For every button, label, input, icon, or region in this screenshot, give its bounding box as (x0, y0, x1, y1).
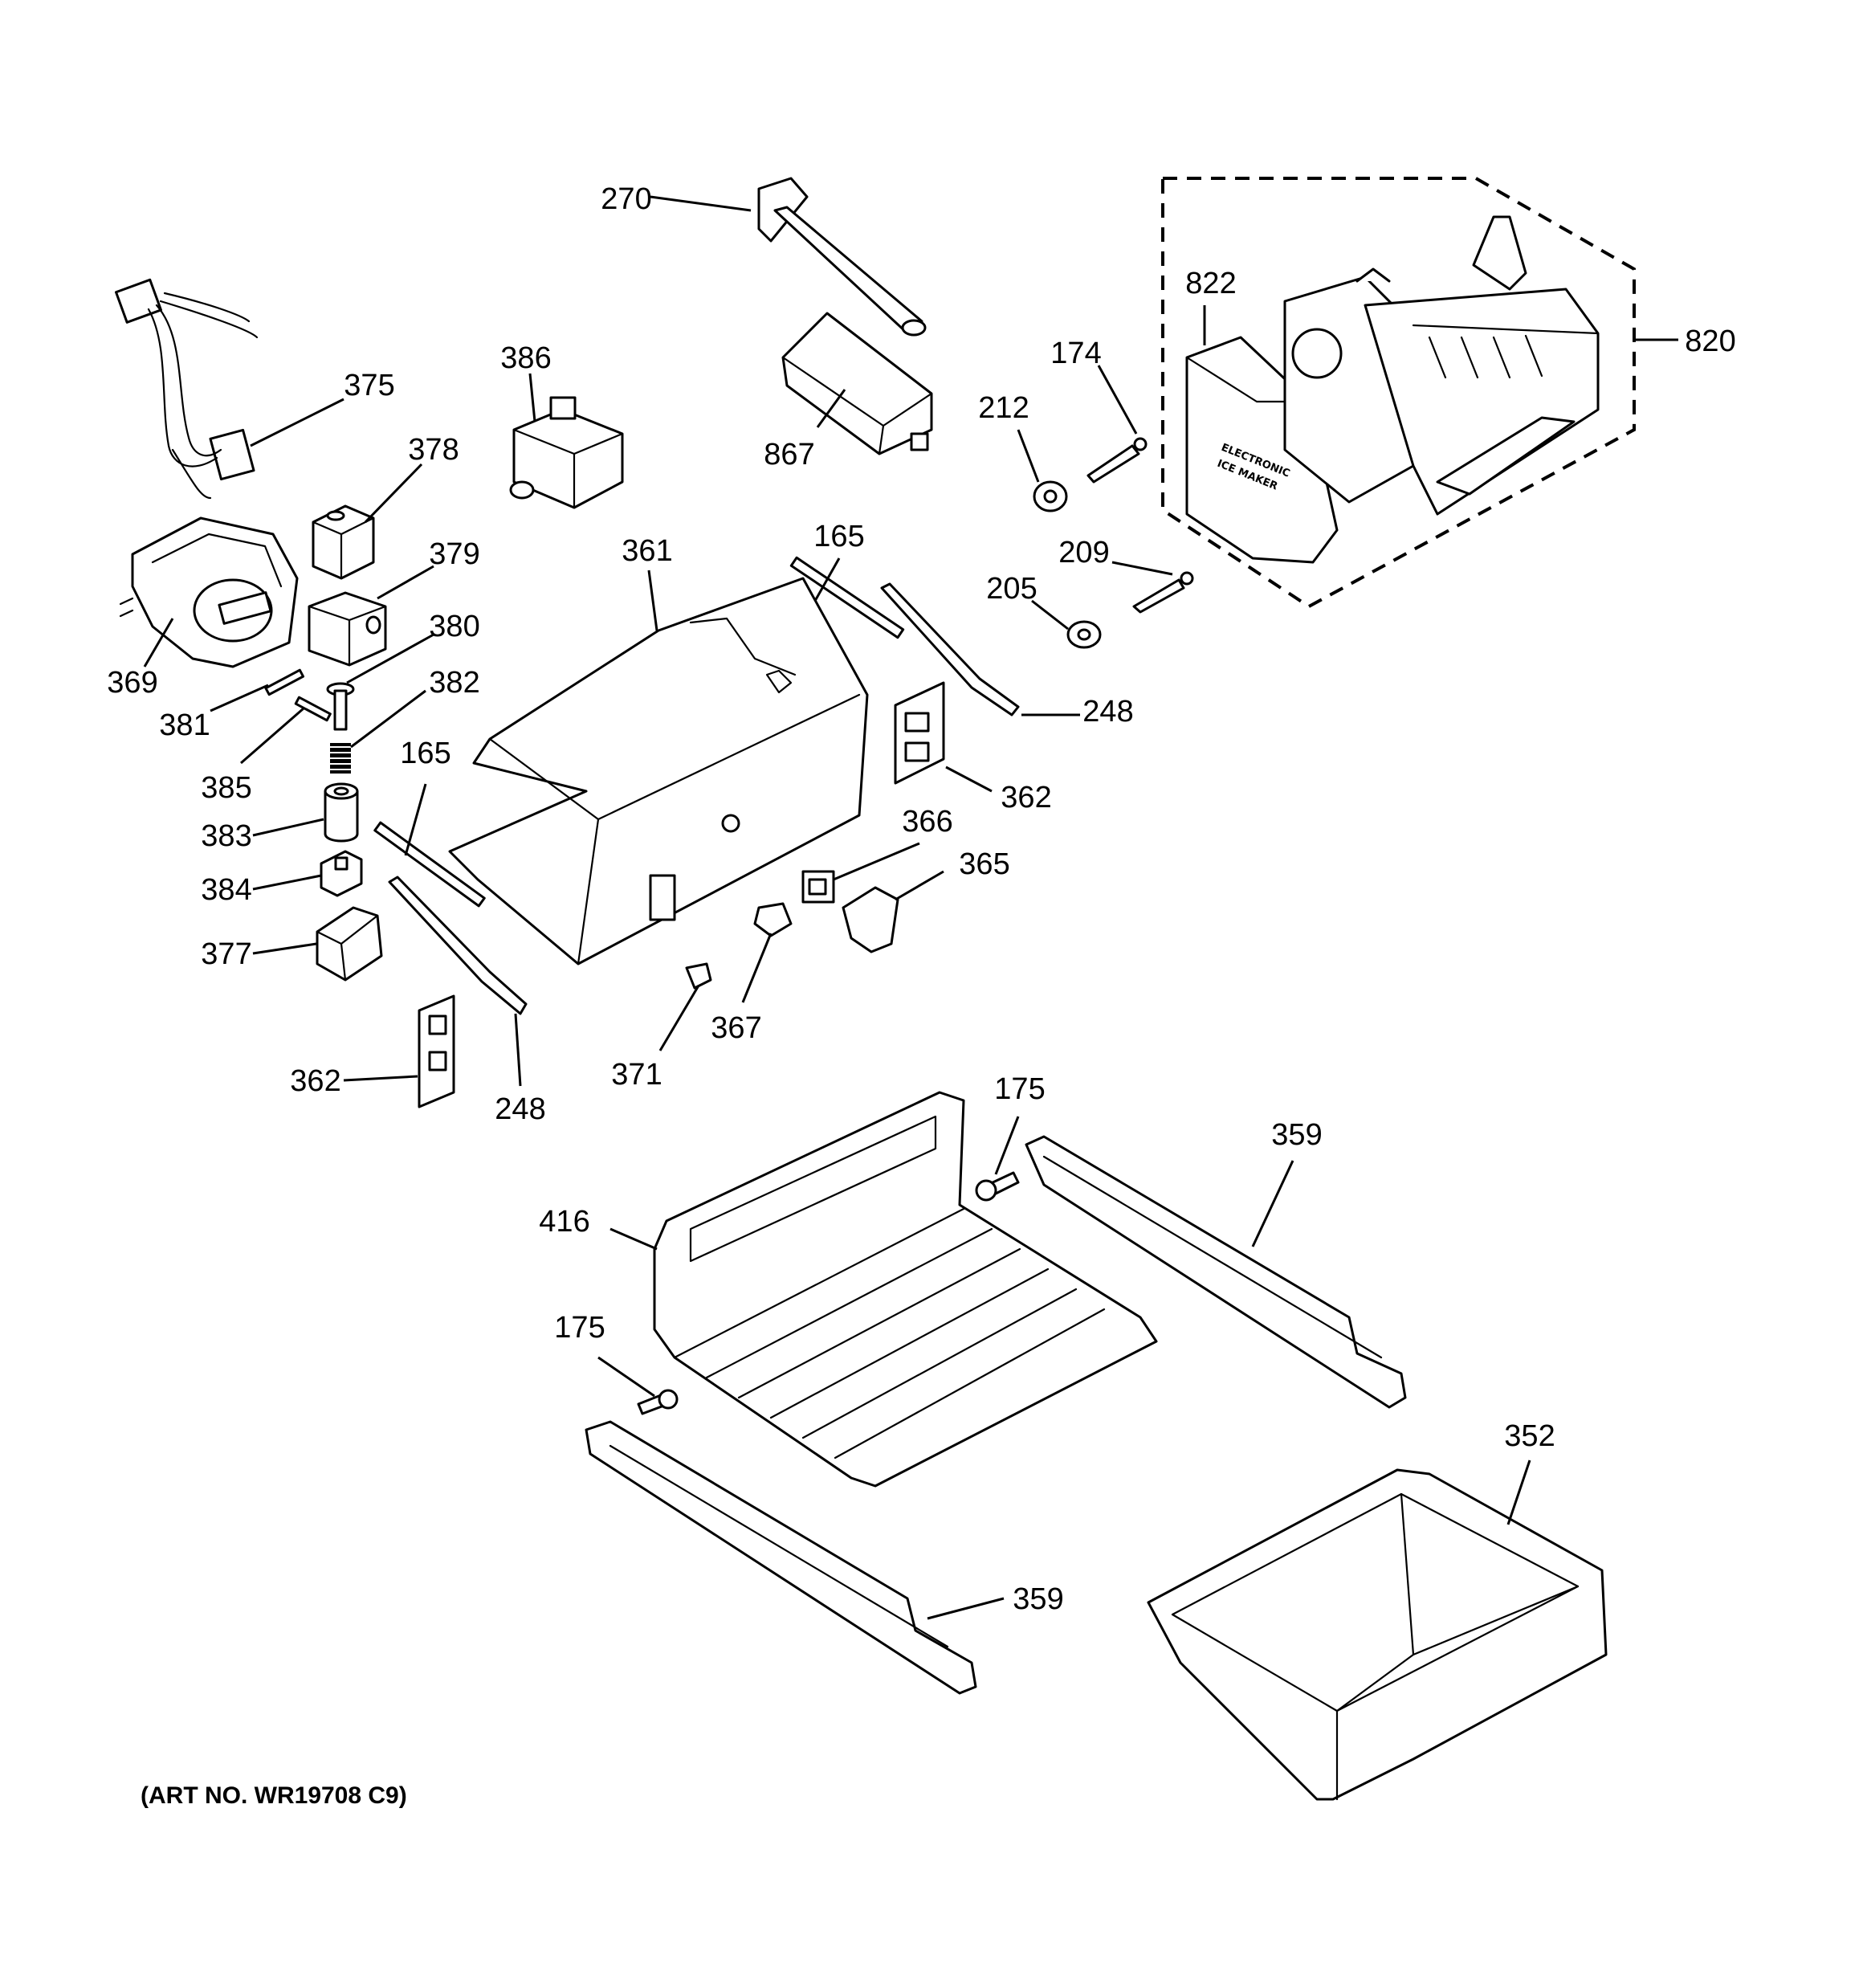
callout-369: 369 (107, 666, 157, 700)
callout-205: 205 (986, 572, 1037, 606)
brackets-362-drawing (418, 681, 945, 1108)
callout-175-upper: 175 (994, 1072, 1045, 1106)
pins-drawing (264, 668, 332, 722)
callout-371: 371 (611, 1058, 662, 1092)
callout-362-left: 362 (290, 1064, 340, 1098)
grommets-drawing (1033, 480, 1102, 649)
strips-248-drawing (388, 582, 1020, 1015)
callout-212: 212 (978, 391, 1029, 425)
callout-382: 382 (429, 666, 479, 700)
callout-867: 867 (764, 438, 814, 471)
cube-drawing (308, 591, 387, 667)
callout-367: 367 (711, 1011, 761, 1045)
housing-drawing (316, 906, 383, 982)
plunger-drawing (326, 682, 355, 731)
callout-379: 379 (429, 537, 479, 571)
rails-drawing (585, 1135, 1407, 1695)
callout-366: 366 (902, 805, 952, 839)
callout-174: 174 (1050, 337, 1101, 370)
ice-bucket-drawing (1147, 1468, 1608, 1801)
fill-tube-drawing (757, 177, 927, 337)
callout-365: 365 (959, 847, 1009, 881)
valve-drawing (509, 396, 624, 509)
callout-248-right: 248 (1082, 695, 1133, 729)
callout-361: 361 (622, 534, 672, 568)
callout-359-lower: 359 (1013, 1582, 1063, 1616)
callout-822: 822 (1185, 267, 1236, 300)
callout-270: 270 (601, 182, 651, 216)
callout-359-upper: 359 (1271, 1118, 1322, 1152)
callout-165-left: 165 (400, 737, 450, 770)
callout-383: 383 (201, 819, 251, 853)
callout-381: 381 (159, 708, 210, 742)
art-number: (ART NO. WR19708 C9) (141, 1782, 407, 1809)
strips-165-drawing (373, 556, 905, 908)
chute-drawing (781, 312, 933, 455)
spring-drawing (330, 743, 351, 774)
callout-385: 385 (201, 771, 251, 805)
clips-drawing (801, 870, 899, 953)
callout-labels: 270 375 386 867 378 379 380 382 369 381 … (107, 182, 1735, 1616)
screws-top-drawing (1086, 437, 1194, 614)
callout-416: 416 (539, 1205, 589, 1239)
shelf-drawing (653, 1091, 1158, 1488)
callout-352: 352 (1504, 1419, 1555, 1453)
cylinder-drawing (324, 782, 359, 843)
callout-378: 378 (408, 433, 459, 467)
callout-375: 375 (344, 369, 394, 402)
dispenser-housing-drawing (448, 577, 869, 965)
callout-380: 380 (429, 610, 479, 643)
screws-175-drawing (637, 1171, 1020, 1415)
callout-384: 384 (201, 873, 251, 907)
small-bracket-drawing (320, 850, 363, 897)
auger-motor-drawing (119, 516, 299, 668)
callout-175-lower: 175 (554, 1311, 605, 1345)
ice-maker-assembly-drawing: ELECTRONIC ICE MAKER (1161, 177, 1636, 609)
callout-248-left: 248 (495, 1092, 545, 1126)
wire-harness-drawing (114, 278, 259, 500)
callout-209: 209 (1058, 536, 1109, 569)
callout-362-right: 362 (1001, 781, 1051, 814)
callout-377: 377 (201, 937, 251, 971)
fasteners-drawing (685, 902, 793, 990)
solenoid-drawing (312, 504, 375, 580)
callout-165-right: 165 (813, 520, 864, 553)
callout-820: 820 (1685, 325, 1735, 358)
leader-lines (143, 195, 1678, 1620)
callout-386: 386 (500, 341, 551, 375)
